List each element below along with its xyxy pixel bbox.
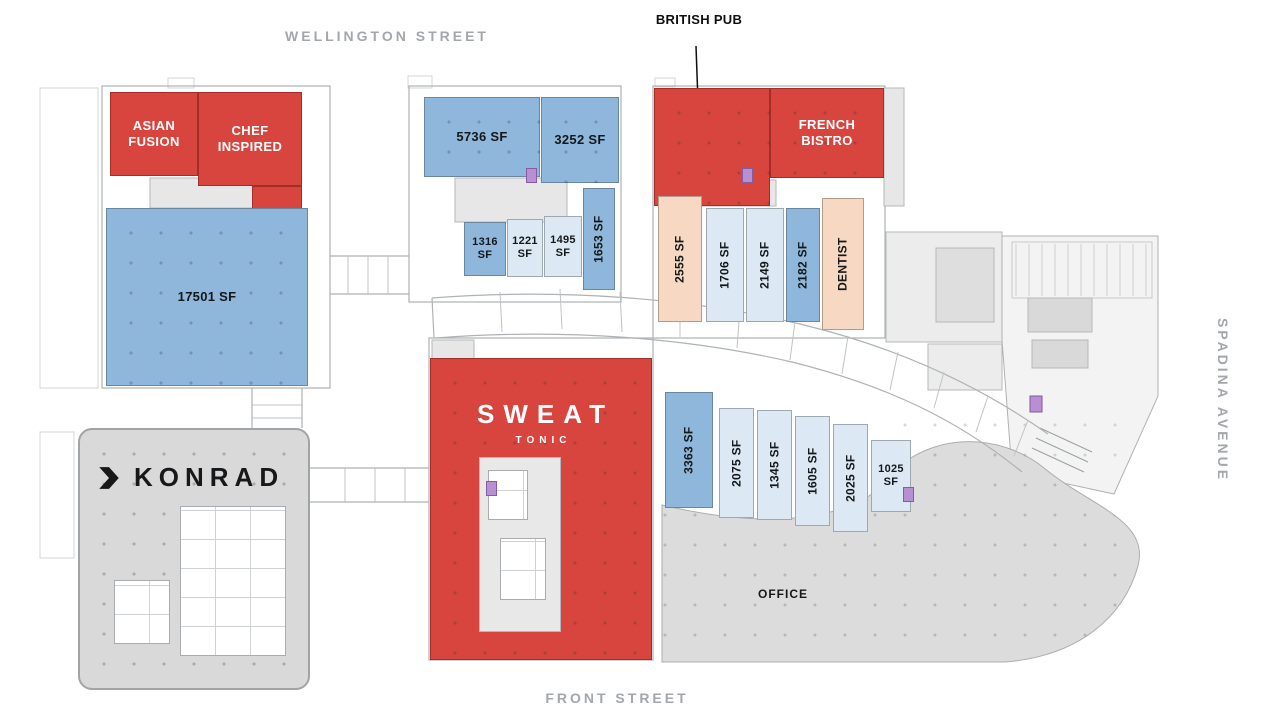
suite-2182: 2182 SF	[786, 208, 820, 322]
street-label-wellington: WELLINGTON STREET	[285, 28, 489, 44]
british-pub-callout: BRITISH PUB	[655, 12, 743, 27]
suite-dentist: DENTIST	[822, 198, 864, 330]
corridor-rungs	[347, 256, 1029, 457]
washroom-stalls	[1015, 244, 1147, 296]
suite-5736: 5736 SF	[424, 97, 540, 177]
suite-label: 1495 SF	[550, 233, 576, 259]
office-label: OFFICE	[758, 587, 808, 601]
suite-chef-inspired: CHEF INSPIRED	[198, 92, 302, 186]
suite-3363: 3363 SF	[665, 392, 713, 508]
core-room	[500, 538, 546, 600]
tenant-label: FRENCH BISTRO	[798, 117, 856, 148]
suite-2555: 2555 SF	[658, 196, 702, 322]
suite-label: 2025 SF	[843, 454, 858, 502]
suite-label: 1345 SF	[767, 441, 782, 489]
suite-sweat-tonic: SWEAT TONIC	[430, 358, 652, 660]
interior-rooms	[114, 580, 170, 644]
tenant-label: DENTIST	[835, 237, 850, 291]
suite-2025: 2025 SF	[833, 424, 868, 532]
galleria-corridor	[330, 255, 1049, 473]
right-annex	[885, 231, 1003, 391]
suite-british-pub	[654, 88, 770, 206]
office-area	[661, 441, 1141, 663]
konrad-logo-icon	[99, 466, 119, 489]
tenant-label: CHEF INSPIRED	[217, 123, 283, 154]
suite-label: 1221 SF	[512, 235, 538, 260]
tenant-label: KONRAD	[134, 462, 285, 492]
walkway-connectors	[251, 388, 429, 503]
elevator-marker	[903, 487, 914, 502]
suite-label: 5736 SF	[456, 129, 508, 145]
suite-1706: 1706 SF	[706, 208, 744, 322]
building-outlines	[101, 85, 886, 661]
suite-asian-fusion: ASIAN FUSION	[110, 92, 198, 176]
suite-label: 3252 SF	[554, 132, 606, 148]
suite-2075: 2075 SF	[719, 408, 754, 518]
suite-label: 1605 SF	[805, 447, 820, 495]
suite-konrad: KONRAD	[78, 428, 310, 690]
suite-label: 1706 SF	[717, 241, 732, 289]
suite-label: 2149 SF	[757, 241, 772, 289]
suite-french-bistro: FRENCH BISTRO	[770, 88, 884, 178]
suite-label: 1025 SF	[878, 463, 904, 488]
suite-label: 2182 SF	[795, 241, 810, 289]
suite-label: 1316 SF	[472, 236, 498, 261]
neighbor-outlines	[39, 75, 676, 559]
elevator-marker	[742, 168, 753, 183]
suite-1605: 1605 SF	[795, 416, 830, 526]
suite-1316: 1316 SF	[464, 222, 506, 276]
tenant-label-sweat: SWEAT	[477, 399, 614, 429]
tenant-label-tonic: TONIC	[515, 435, 572, 446]
suite-1495: 1495 SF	[544, 216, 582, 277]
tenant-label: ASIAN FUSION	[128, 118, 180, 149]
suite-2149: 2149 SF	[746, 208, 784, 322]
street-label-front: FRONT STREET	[545, 690, 689, 706]
suite-1653: 1653 SF	[583, 188, 615, 290]
konrad-brand: KONRAD	[96, 462, 284, 493]
suite-1345: 1345 SF	[757, 410, 792, 520]
street-label-spadina: SPADINA AVENUE	[1215, 317, 1231, 483]
suite-17501: 17501 SF	[106, 208, 308, 386]
suite-label: 3363 SF	[681, 426, 696, 474]
suite-label: 2555 SF	[672, 235, 687, 283]
elevator-marker	[486, 481, 497, 496]
suite-label: 1653 SF	[591, 215, 606, 263]
suite-3252: 3252 SF	[541, 97, 619, 183]
suite-label: 2075 SF	[729, 439, 744, 487]
suite-label: 17501 SF	[177, 289, 237, 305]
suite-1221: 1221 SF	[507, 219, 543, 277]
elevator-marker	[526, 168, 537, 183]
walkway-rungs	[252, 404, 406, 502]
interior-rooms	[180, 506, 286, 656]
